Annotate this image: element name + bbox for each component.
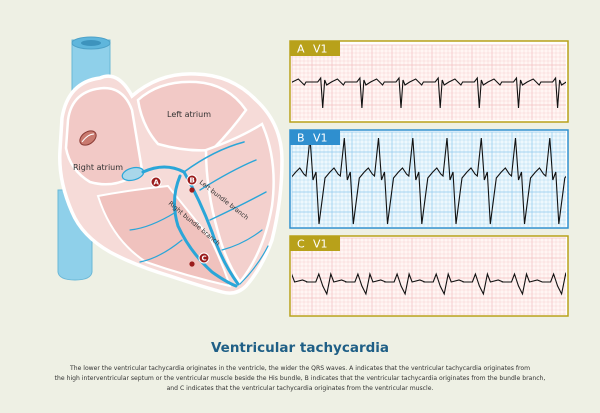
origin-point-a: A bbox=[150, 176, 162, 188]
right-atrium-label: Right atrium bbox=[73, 163, 123, 172]
panel-c-lead: V1 bbox=[313, 238, 328, 251]
left-atrium-chamber bbox=[136, 80, 248, 152]
caption-line: The lower the ventricular tachycardia or… bbox=[69, 365, 531, 372]
panel-c-letter: C bbox=[297, 238, 305, 251]
figure-caption: The lower the ventricular tachycardia or… bbox=[28, 364, 572, 395]
svg-text:B: B bbox=[190, 177, 195, 185]
left-atrium-label: Left atrium bbox=[167, 110, 211, 119]
svg-text:A: A bbox=[154, 179, 160, 187]
origin-point-c: C bbox=[198, 252, 210, 264]
ecg-panel-b: B V1 bbox=[289, 129, 569, 229]
panel-a-lead: V1 bbox=[313, 43, 328, 56]
svg-text:C: C bbox=[202, 255, 207, 263]
caption-line: the high interventricular septum or the … bbox=[54, 375, 546, 383]
origin-point-b: B bbox=[186, 174, 198, 186]
panel-b-letter: B bbox=[297, 132, 305, 145]
ecg-trace-b bbox=[292, 137, 566, 225]
panel-b-lead: V1 bbox=[313, 132, 328, 145]
ecg-panel-a: A V1 bbox=[289, 40, 569, 123]
heart-diagram: Left atrium Right atrium Left bundle bra… bbox=[57, 36, 284, 295]
caption-line: and C indicates that the ventricular tac… bbox=[166, 385, 434, 393]
origin-point-c-marker bbox=[189, 261, 195, 267]
ventricular-cavity bbox=[96, 184, 232, 288]
ecg-trace-a bbox=[292, 76, 566, 109]
ecg-trace-c bbox=[292, 272, 566, 296]
origin-point-b-marker bbox=[189, 187, 195, 193]
ecg-panel-c: C V1 bbox=[289, 235, 569, 317]
figure-title: Ventricular tachycardia bbox=[210, 340, 390, 356]
panel-a-letter: A bbox=[297, 43, 305, 56]
